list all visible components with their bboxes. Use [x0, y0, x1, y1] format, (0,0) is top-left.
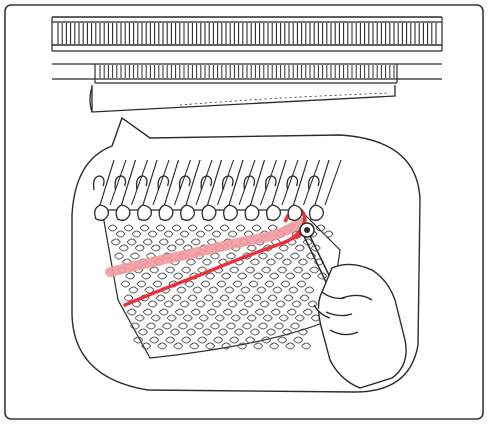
stitch-loop: [181, 205, 195, 220]
stitch-loop: [116, 205, 130, 220]
stitch-loop: [202, 205, 216, 220]
stitch-loop: [288, 205, 302, 220]
stitch-loop: [310, 205, 324, 220]
stitch-loop: [224, 205, 238, 220]
stitch-loop: [138, 205, 152, 220]
stitch-loop: [95, 205, 109, 220]
stitch-loop: [159, 205, 173, 220]
stitch-loop: [245, 205, 259, 220]
stitch-loop: [267, 205, 281, 220]
